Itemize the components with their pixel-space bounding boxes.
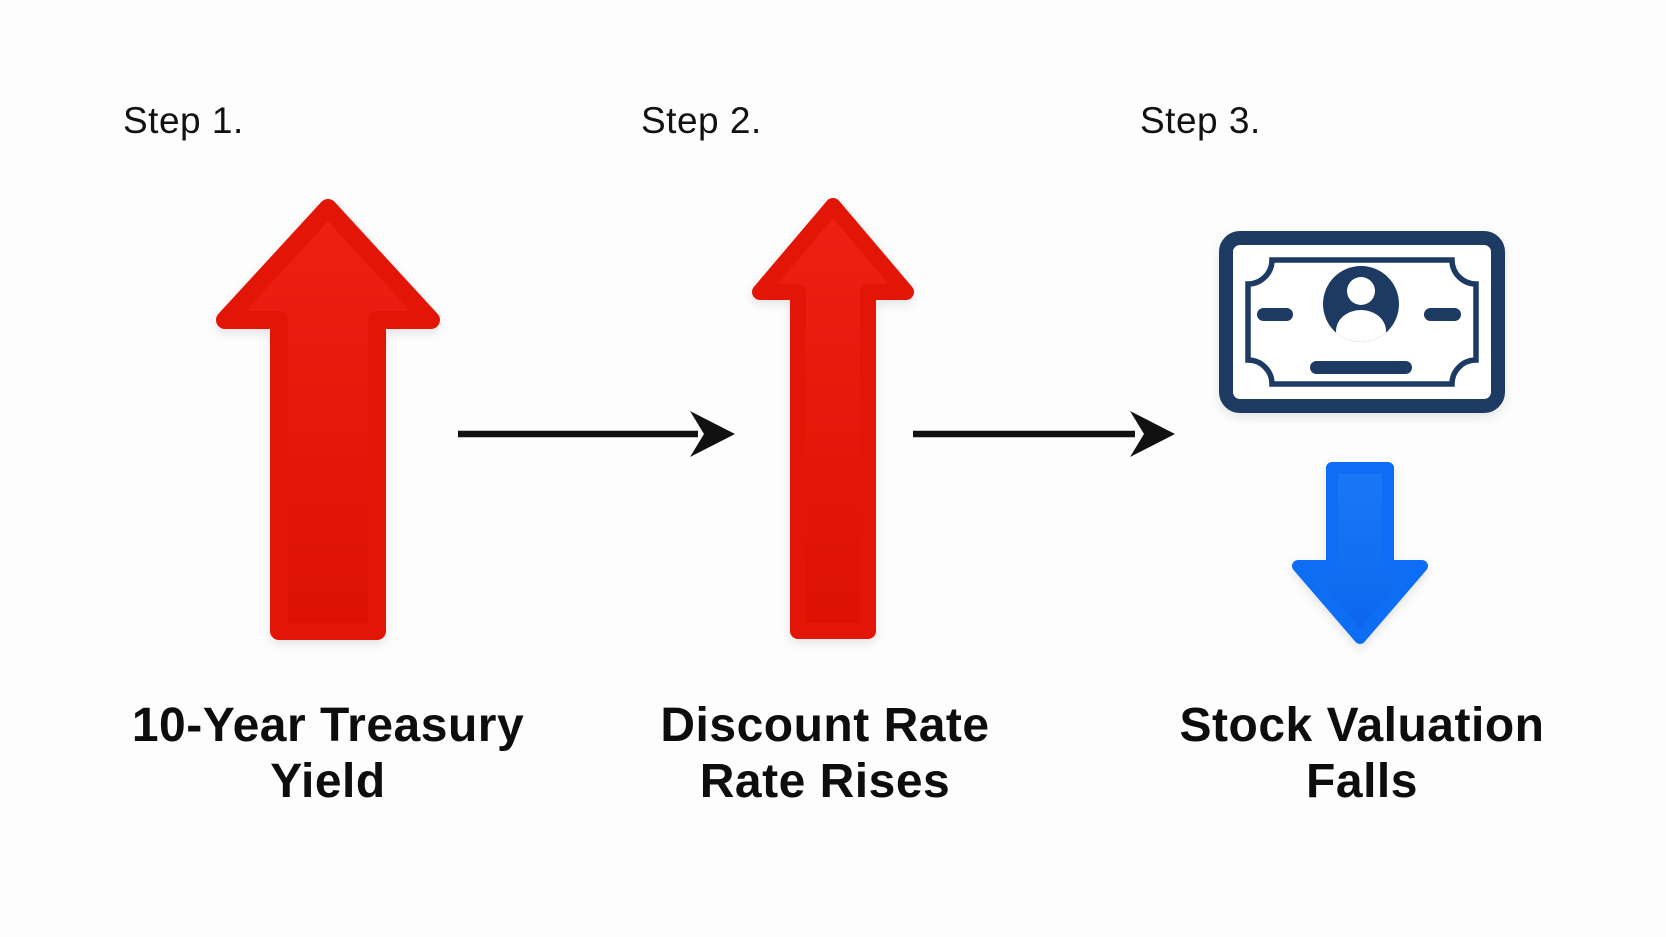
step-3-caption-line1: Stock Valuation (1179, 699, 1545, 752)
step-1-caption-line2: Yield (270, 755, 386, 808)
flow-arrow-step2-to-step3-icon (913, 411, 1175, 457)
step-2-caption: Discount Rate Rate Rises (545, 698, 1105, 810)
step-1-caption-line1: 10-Year Treasury (131, 699, 525, 752)
flow-arrow-step1-to-step2-icon (458, 411, 735, 457)
step-1-caption: 10-Year Treasury Yield (48, 698, 608, 810)
step-3-label: Step 3. (1140, 100, 1261, 141)
blue-down-arrow-icon (1292, 462, 1428, 644)
left-dash (1257, 308, 1293, 321)
step-1-label: Step 1. (123, 100, 244, 141)
right-dash (1424, 308, 1461, 321)
bottom-bar (1310, 361, 1412, 374)
banknote-icon (1219, 231, 1505, 413)
red-up-arrow-icon (752, 198, 914, 639)
step-3-caption: Stock Valuation Falls (1082, 698, 1642, 810)
step-2-label: Step 2. (641, 100, 762, 141)
red-up-arrow-large-icon (216, 199, 440, 640)
step-2-caption-line1: Discount Rate (660, 699, 990, 752)
step-2-caption-line2: Rate Rises (699, 755, 951, 808)
step-3-caption-line2: Falls (1306, 755, 1418, 808)
